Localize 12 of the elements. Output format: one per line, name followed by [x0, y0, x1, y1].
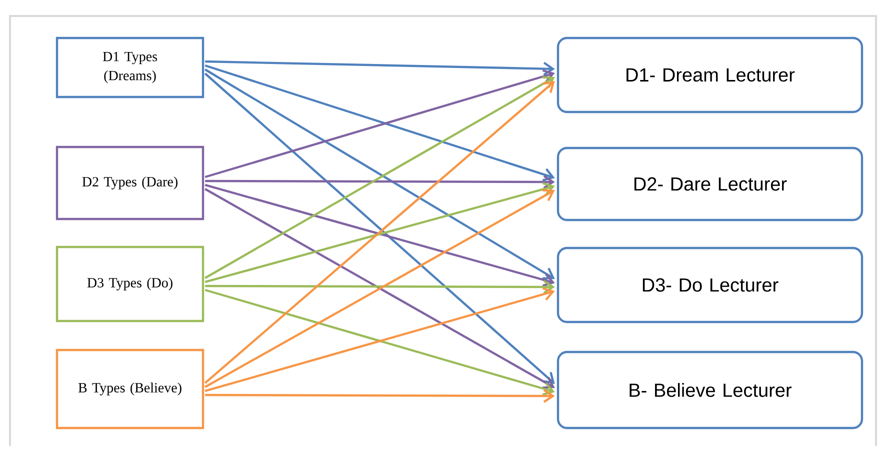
arrow: [205, 175, 555, 189]
arrow: [205, 389, 555, 403]
lecturer-box: B- Believe Lecturer: [556, 350, 864, 430]
category-box: B Types (Believe): [56, 348, 204, 430]
lecturer-box: D2- Dare Lecturer: [556, 146, 864, 222]
category-box: D2 Types (Dare): [56, 146, 204, 220]
arrow: [205, 60, 555, 76]
category-box: D1 Types (Dreams): [56, 36, 204, 98]
arrow: [205, 280, 555, 294]
lecturer-box: D1- Dream Lecturer: [556, 36, 864, 114]
lecturer-box: D3- Do Lecturer: [556, 246, 864, 324]
category-box: D3 Types (Do): [56, 246, 204, 322]
